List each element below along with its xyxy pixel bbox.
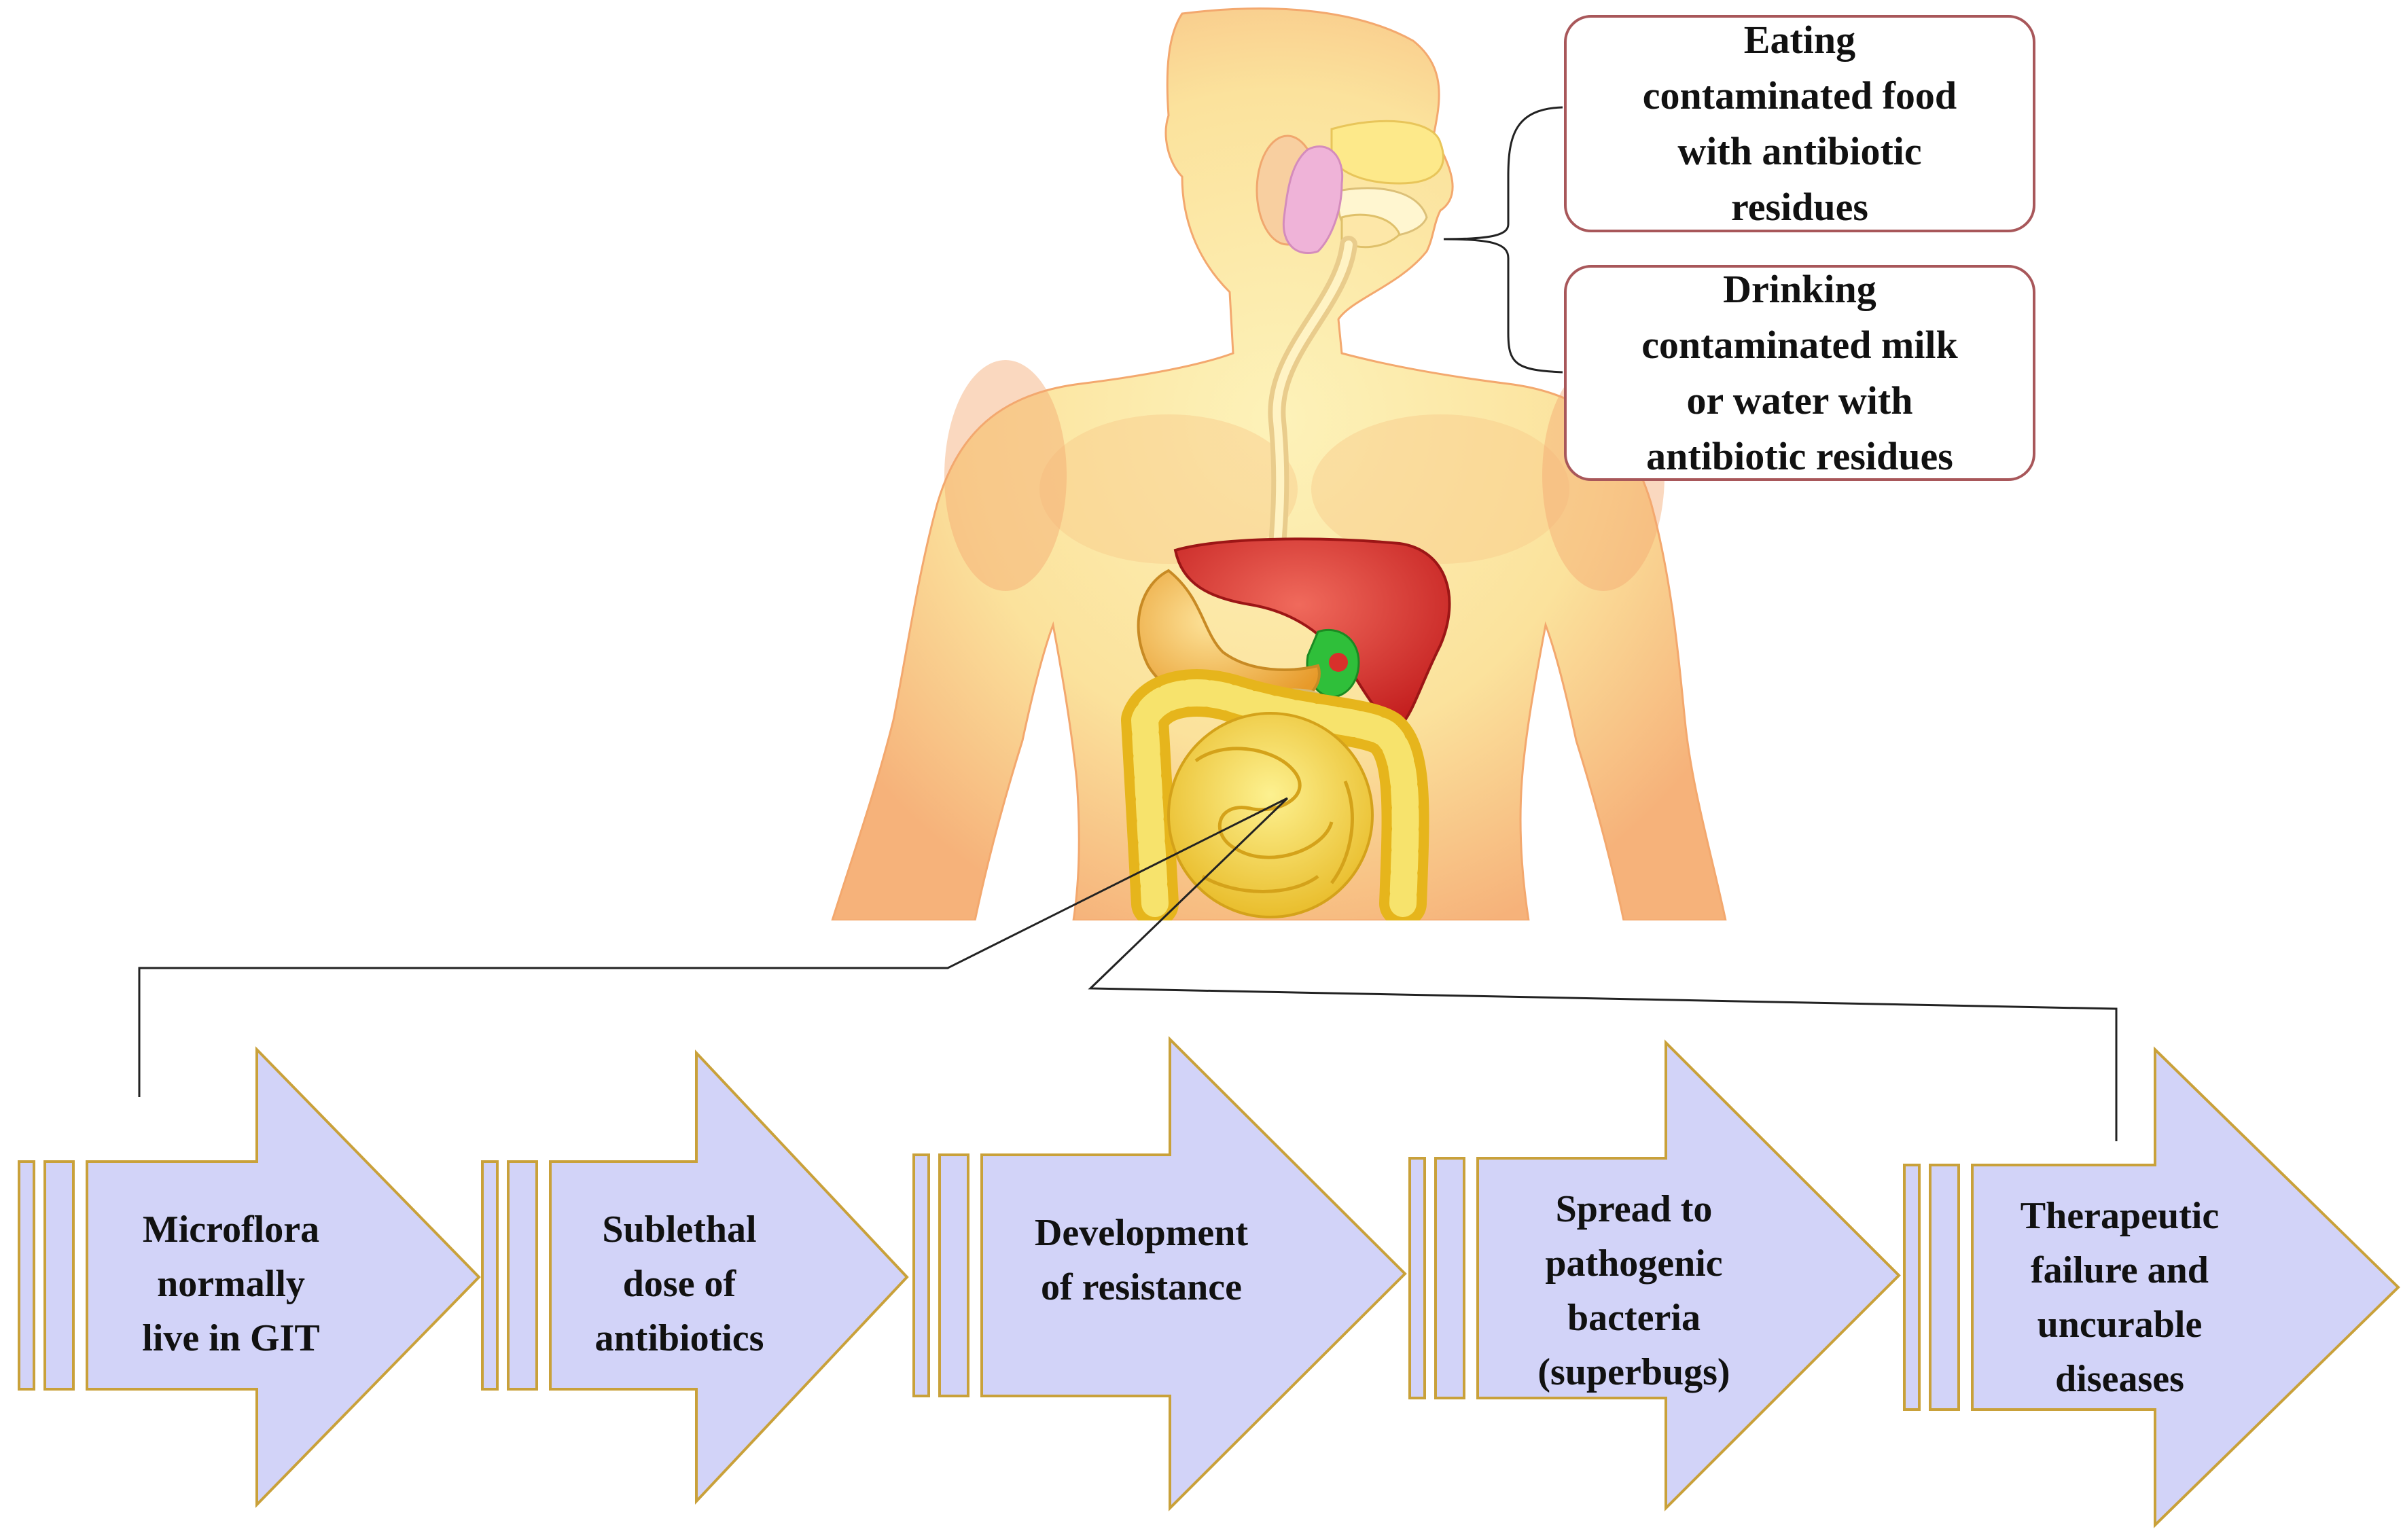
arrow-bar-development-resistance-2: [938, 1153, 969, 1397]
arrow-therapeutic-failure: [1971, 1046, 2400, 1528]
liver: [1173, 537, 1451, 729]
arrow-bar-spread-pathogenic-2: [1434, 1157, 1465, 1399]
arrow-bar-sublethal-dose-2: [507, 1160, 538, 1391]
arrow-bar-therapeutic-failure-2: [1929, 1164, 1960, 1411]
step-label-microflora: Microflora normally live in GIT: [142, 1208, 320, 1359]
arrow-sublethal-dose: [549, 1049, 909, 1505]
arrow-bar-microflora-2: [43, 1160, 75, 1391]
shoulder-shade-left: [944, 360, 1067, 591]
connector-line-right: [1088, 797, 2118, 1141]
arrow-microflora: [86, 1046, 481, 1508]
arrow-spread-pathogenic: [1476, 1039, 1901, 1511]
human-torso: [831, 7, 1727, 920]
arrow-bar-therapeutic-failure-1: [1903, 1164, 1921, 1411]
arrow-development-resistance: [980, 1036, 1407, 1511]
chest-shade-left: [1039, 414, 1298, 564]
gallbladder-duct: [1329, 653, 1348, 672]
nasal-cavity: [1330, 120, 1444, 185]
connector-line-left: [138, 797, 1288, 1097]
arrow-bar-microflora-1: [18, 1160, 35, 1391]
step-label-development-resistance: Development of resistance: [1034, 1212, 1249, 1308]
arrow-bar-sublethal-dose-1: [481, 1160, 499, 1391]
large-intestine-highlight: [1131, 679, 1419, 917]
arrow-bar-spread-pathogenic-1: [1408, 1157, 1426, 1399]
chest-shade-right: [1311, 414, 1569, 564]
eating-callout: Eating contaminated food with antibiotic…: [1564, 15, 2035, 232]
drinking-callout: Drinking contaminated milk or water with…: [1564, 265, 2035, 481]
arrow-bar-development-resistance-1: [912, 1153, 930, 1397]
process-arrows: [18, 1036, 2400, 1528]
step-label-therapeutic-failure: Therapeutic failure and uncurable diseas…: [2020, 1195, 2220, 1400]
step-label-sublethal-dose: Sublethal dose of antibiotics: [594, 1208, 764, 1359]
step-label-spread-pathogenic: Spread to pathogenic bacteria (superbugs…: [1537, 1188, 1730, 1393]
callout-bracket: [1443, 106, 1563, 374]
salivary-gland: [1282, 145, 1344, 255]
